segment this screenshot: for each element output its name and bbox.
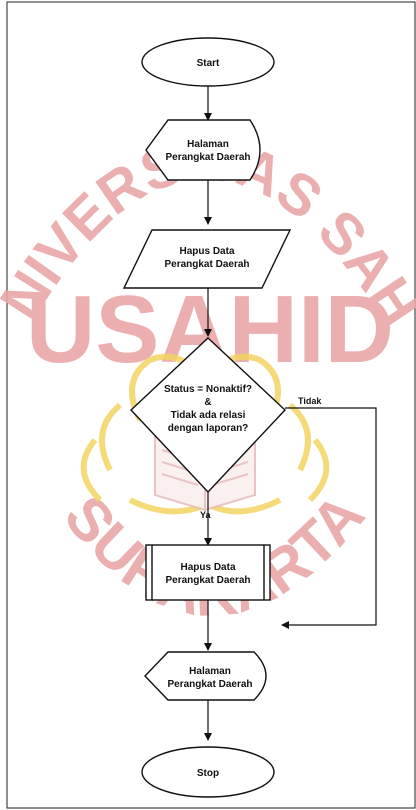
display1-line1: Halaman (187, 139, 229, 150)
input-line1: Hapus Data (179, 246, 234, 257)
process-line1: Hapus Data (180, 562, 235, 573)
process-line2: Perangkat Daerah (165, 575, 250, 586)
page-border (6, 1, 416, 809)
start-terminator (141, 37, 275, 87)
edge-label-yes: Ya (200, 510, 212, 520)
stop-label: Stop (197, 768, 219, 779)
flow-nodes (122, 37, 292, 798)
flow-labels: Start Halaman Perangkat Daerah Hapus Dat… (164, 58, 322, 779)
decision-line1: Status = Nonaktif? (164, 384, 252, 395)
decision-line4: dengan laporan? (168, 423, 249, 434)
input-line2: Perangkat Daerah (164, 259, 249, 270)
input-node (122, 229, 292, 289)
start-label: Start (197, 58, 220, 69)
open-book-emblem-icon (80, 353, 330, 515)
display-node-1 (145, 119, 261, 181)
decision-line3: Tidak ada relasi (171, 410, 246, 421)
display1-line2: Perangkat Daerah (165, 152, 250, 163)
edge-decision-no (281, 407, 377, 629)
process-node (145, 544, 271, 601)
display2-line1: Halaman (189, 666, 231, 677)
decision-node (130, 337, 286, 494)
stop-terminator (141, 746, 275, 798)
edge-label-no: Tidak (298, 396, 322, 406)
display-node-2 (144, 651, 267, 701)
decision-line2: & (204, 397, 211, 408)
display2-line2: Perangkat Daerah (167, 679, 252, 690)
flow-edges (204, 86, 377, 741)
